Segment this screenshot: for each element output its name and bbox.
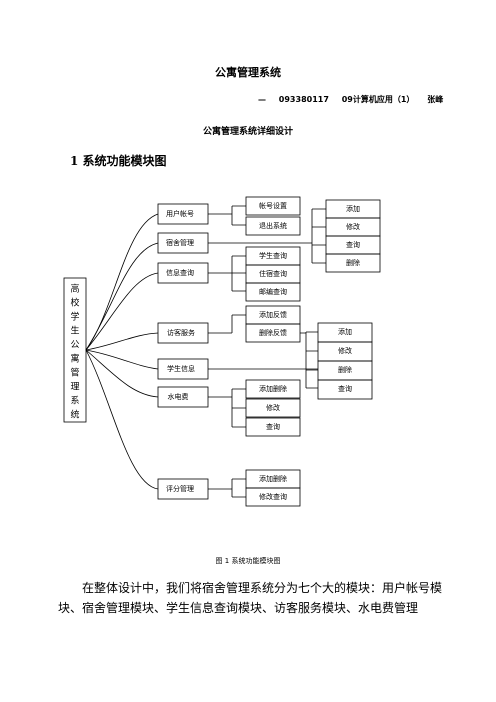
visitor-crud-connector [300, 331, 318, 389]
utility-child-box-1 [245, 379, 301, 399]
module-label-dorm: 宿舍管理 [166, 238, 194, 247]
root-char: 系 [70, 396, 79, 407]
root-char: 理 [70, 382, 79, 393]
account-child-box-2 [245, 216, 301, 236]
dorm-connector [208, 208, 326, 264]
root-connector-student [85, 349, 159, 370]
module-label-score: 评分管理 [166, 484, 194, 493]
document-subtitle: 公寓管理系统详细设计 [202, 127, 293, 137]
query-connector [208, 255, 246, 292]
crud-mid-label: 查询 [338, 384, 352, 393]
utility-child-box-3 [245, 417, 301, 437]
utility-child-label: 添加删除 [259, 384, 287, 393]
root-connector-score [85, 349, 159, 490]
crud-mid-label: 删除 [338, 365, 352, 374]
root-char: 学 [70, 311, 79, 323]
author-dash: — [258, 95, 266, 104]
module-label-account: 用户帐号 [166, 209, 194, 218]
query-child-label: 学生查询 [259, 251, 287, 260]
query-child-box-3 [245, 282, 301, 302]
author-name: 张峰 [427, 95, 444, 104]
score-connector [208, 478, 246, 498]
section-number: 1 [70, 154, 79, 168]
utility-child-label: 修改 [266, 403, 280, 412]
query-child-label: 邮编查询 [259, 287, 287, 296]
root-char: 统 [70, 409, 79, 421]
account-child-label: 帐号设置 [259, 201, 287, 210]
crud-top-box-4 [325, 253, 381, 273]
body-paragraph: 在整体设计中，我们将宿舍管理系统分为七个大的模块：用户帐号模块、宿舍管理模块、学… [58, 578, 444, 618]
root-connector-query [85, 272, 159, 351]
crud-top-label: 修改 [346, 222, 360, 231]
root-char: 校 [70, 297, 79, 309]
crud-top-label: 查询 [346, 240, 360, 249]
crud-top-label: 添加 [346, 204, 360, 213]
root-char: 寓 [70, 353, 79, 365]
section-title: 系统功能模块图 [82, 154, 167, 168]
crud-mid-label: 添加 [338, 327, 352, 336]
module-label-visitor: 访客服务 [167, 328, 195, 337]
section-heading: 1 系统功能模块图 [70, 152, 167, 169]
figure-caption: 图 1 系统功能模块图 [215, 557, 281, 565]
visitor-child-label: 添加反馈 [259, 310, 287, 319]
utility-connector [208, 388, 246, 428]
utility-child-box-2 [245, 398, 301, 418]
crud-mid-box-4 [317, 379, 373, 400]
root-connector-dorm [85, 242, 159, 351]
score-child-label: 添加删除 [259, 474, 287, 483]
paragraph-text: 在整体设计中，我们将宿舍管理系统分为七个大的模块：用户帐号模块、宿舍管理模块、学… [58, 581, 443, 615]
account-child-label: 退出系统 [259, 221, 287, 230]
root-connector-utility [85, 349, 159, 398]
account-child-box-1 [245, 196, 301, 216]
visitor-child-label: 删除反馈 [259, 328, 287, 337]
root-char: 生 [70, 325, 79, 337]
module-label-utility: 水电费 [168, 392, 189, 401]
utility-child-label: 查询 [266, 422, 280, 431]
author-line: — 093380117 09计算机应用（1） 张峰 [258, 94, 453, 105]
score-child-label: 修改查询 [259, 492, 287, 501]
root-char: 管 [70, 367, 79, 379]
root-char: 高 [70, 283, 79, 295]
class-name: 09计算机应用（1） [341, 95, 415, 104]
document-title: 公寓管理系统 [215, 66, 281, 79]
student-id: 093380117 [278, 95, 329, 104]
module-label-student: 学生信息 [167, 364, 195, 373]
crud-top-label: 删除 [346, 258, 360, 267]
query-child-label: 住宿查询 [259, 269, 287, 278]
visitor-connector [208, 314, 246, 334]
account-connector [208, 205, 246, 226]
crud-mid-label: 修改 [338, 346, 352, 355]
score-child-box-2 [245, 487, 301, 507]
root-char: 公 [70, 340, 79, 351]
module-label-query: 信息查询 [166, 268, 194, 277]
root-connector-visitor [85, 332, 159, 351]
